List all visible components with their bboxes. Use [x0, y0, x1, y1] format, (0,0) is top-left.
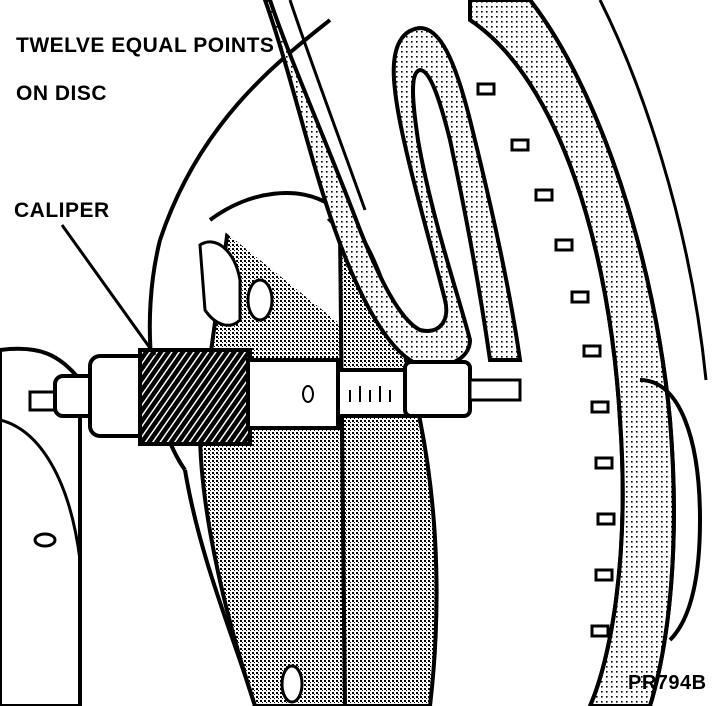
label-twelve-equal-points: TWELVE EQUAL POINTS ON DISC: [16, 10, 274, 106]
label-points-line1: TWELVE EQUAL POINTS: [16, 34, 275, 57]
leader-lines: [60, 224, 157, 356]
figure-id: PR794B: [628, 672, 707, 694]
cooling-vanes: [476, 82, 616, 638]
rotor-hat: [147, 18, 364, 706]
label-caliper: CALIPER: [14, 199, 110, 222]
label-points-line2: ON DISC: [16, 82, 108, 105]
micrometer-caliper: [28, 348, 522, 446]
hub-backing-plate: [0, 346, 82, 706]
